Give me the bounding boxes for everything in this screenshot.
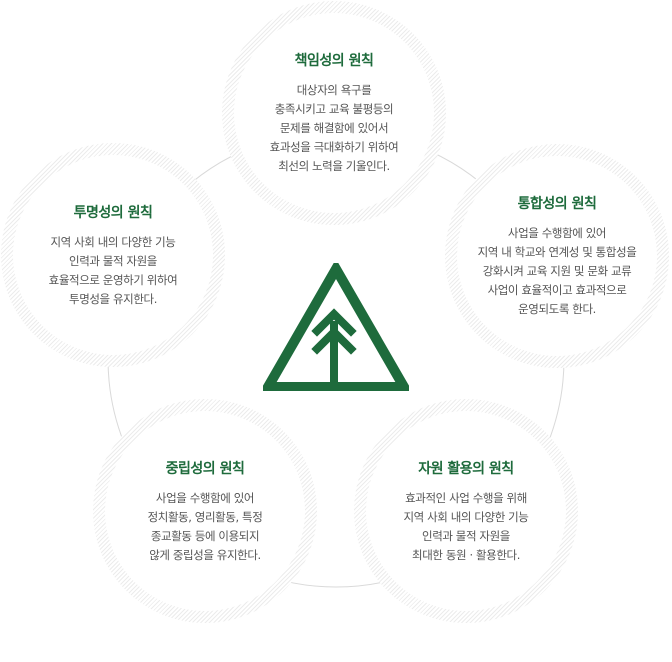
principle-text-line: 문제를 해결함에 있어서 <box>279 121 389 135</box>
principle-text-line: 사업이 효율적이고 효과적으로 <box>487 283 627 297</box>
principle-text-line: 운영되도록 한다. <box>518 302 596 316</box>
principle-text-line: 최선의 노력을 기울인다. <box>278 159 390 173</box>
principle-content: 책임성의 원칙 대상자의 욕구를 충족시키고 교육 불평등의 문제를 해결함에 … <box>234 13 434 213</box>
principle-text-line: 최대한 동원 · 활용한다. <box>412 547 520 562</box>
principle-text-line: 않게 중립성을 유지한다. <box>149 547 261 562</box>
principle-title: 투명성의 원칙 <box>73 204 153 221</box>
tree-in-triangle-icon <box>263 263 409 391</box>
principle-text-line: 사업을 수행함에 있어 <box>507 226 607 240</box>
principle-text-line: 사업을 수행함에 있어 <box>155 490 255 505</box>
principle-text-line: 효율적으로 운영하기 위하여 <box>48 272 178 287</box>
principle-content: 투명성의 원칙 지역 사회 내의 다양한 기능 인력과 물적 자원을 효율적으로… <box>13 155 213 355</box>
principle-text-line: 대상자의 욕구를 <box>296 83 372 97</box>
principle-text-line: 지역 내 학교와 연계성 및 통합성을 <box>477 245 637 259</box>
principle-content: 중립성의 원칙 사업을 수행함에 있어 정치활동, 영리활동, 특정 종교활동 … <box>105 411 305 611</box>
principle-title: 책임성의 원칙 <box>294 53 374 69</box>
principle-text-line: 강화시켜 교육 지원 및 문화 교류 <box>482 264 632 278</box>
principle-resource-utilization: 자원 활용의 원칙 효과적인 사업 수행을 위해 지역 사회 내의 다양한 기능… <box>354 399 578 623</box>
principle-text-line: 지역 사회 내의 다양한 기능 <box>403 509 529 524</box>
principle-text-line: 효과성을 극대화하기 위하여 <box>269 140 399 154</box>
principle-title: 자원 활용의 원칙 <box>418 460 514 477</box>
principle-text-line: 인력과 물적 자원을 <box>422 528 510 543</box>
principle-text-line: 충족시키고 교육 불평등의 <box>274 102 394 116</box>
principle-text-line: 정치활동, 영리활동, 특정 <box>147 509 263 524</box>
principle-neutrality: 중립성의 원칙 사업을 수행함에 있어 정치활동, 영리활동, 특정 종교활동 … <box>93 399 317 623</box>
principle-title: 통합성의 원칙 <box>517 196 597 212</box>
principle-integration: 통합성의 원칙 사업을 수행함에 있어 지역 내 학교와 연계성 및 통합성을 … <box>445 144 669 368</box>
principle-content: 자원 활용의 원칙 효과적인 사업 수행을 위해 지역 사회 내의 다양한 기능… <box>366 411 566 611</box>
principle-transparency: 투명성의 원칙 지역 사회 내의 다양한 기능 인력과 물적 자원을 효율적으로… <box>1 143 225 367</box>
principle-text-line: 투명성을 유지한다. <box>69 291 157 306</box>
principle-text-line: 종교활동 등에 이용되지 <box>150 528 260 543</box>
principle-text-line: 효과적인 사업 수행을 위해 <box>405 490 527 505</box>
principle-text-line: 지역 사회 내의 다양한 기능 <box>50 234 176 249</box>
principle-title: 중립성의 원칙 <box>165 460 245 477</box>
principle-text-line: 인력과 물적 자원을 <box>69 253 157 268</box>
principle-content: 통합성의 원칙 사업을 수행함에 있어 지역 내 학교와 연계성 및 통합성을 … <box>457 156 657 356</box>
principle-responsibility: 책임성의 원칙 대상자의 욕구를 충족시키고 교육 불평등의 문제를 해결함에 … <box>222 1 446 225</box>
